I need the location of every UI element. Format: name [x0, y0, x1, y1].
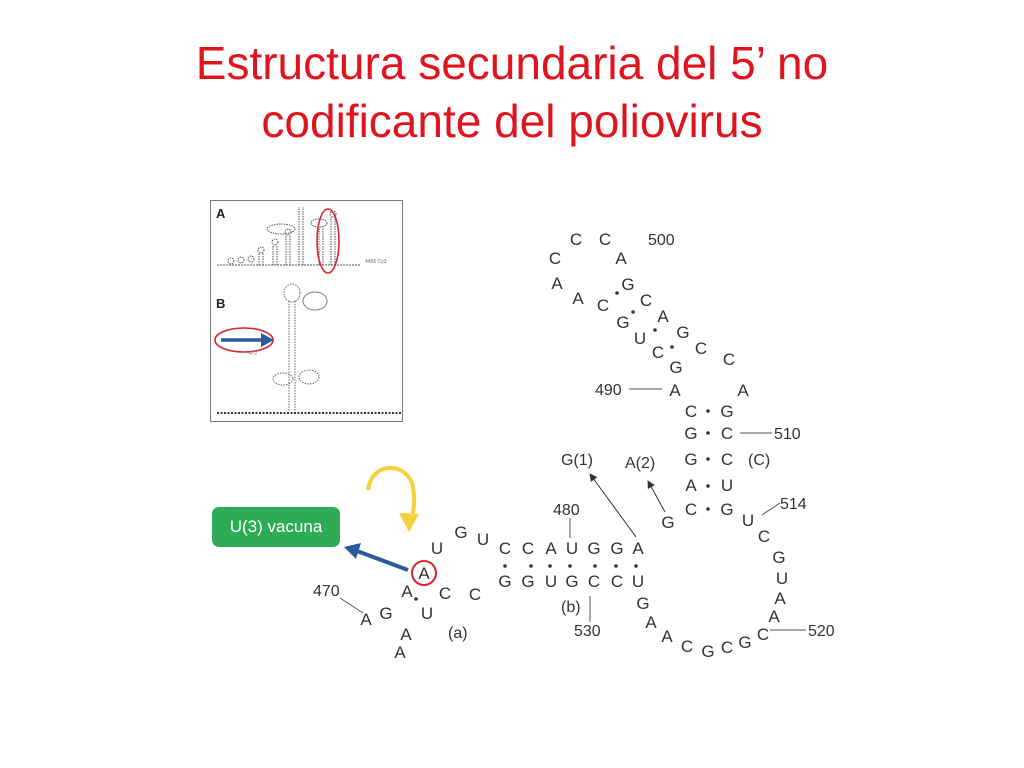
mutation-annotation: A(2) — [625, 455, 655, 472]
position-number: 520 — [808, 623, 835, 640]
slide-title: Estructura secundaria del 5’ no codifica… — [60, 34, 964, 150]
nucleotide: G — [701, 642, 714, 661]
position-number: 510 — [774, 426, 801, 443]
nucleotide: C — [599, 230, 611, 249]
nucleotide: G — [565, 572, 578, 591]
nucleotide: C — [597, 296, 609, 315]
nucleotide: G — [676, 323, 689, 342]
nucleotide: G — [379, 604, 392, 623]
nucleotide: G — [616, 313, 629, 332]
domain-annotation: (C) — [748, 452, 770, 469]
nucleotide: C — [758, 527, 770, 546]
nucleotide: A — [768, 607, 780, 626]
nucleotide: C — [685, 500, 697, 519]
nucleotide: G — [498, 572, 511, 591]
scale-label: 4456 Cy3 — [365, 259, 387, 265]
nucleotide: U — [566, 539, 578, 558]
nucleotide: U — [421, 604, 433, 623]
nucleotide: A — [737, 381, 749, 400]
nucleotide: A — [615, 249, 627, 268]
nucleotide: U — [742, 511, 754, 530]
nucleotide: A — [551, 274, 563, 293]
highlight-circle — [411, 560, 437, 586]
title-line-1: Estructura secundaria del 5’ no — [195, 37, 829, 89]
nucleotide: G — [521, 572, 534, 591]
nucleotide: C — [611, 572, 623, 591]
nucleotide: C — [588, 572, 600, 591]
panel-a-label: A — [216, 206, 226, 221]
nucleotide: C — [549, 249, 561, 268]
nucleotide: G — [636, 594, 649, 613]
position-number: 470 — [313, 583, 340, 600]
position-number: 530 — [574, 623, 601, 640]
blue-arrow — [356, 549, 409, 572]
nucleotide: G — [738, 633, 751, 652]
nucleotide: G — [669, 358, 682, 377]
nucleotide: A — [774, 589, 786, 608]
nucleotide: C — [570, 230, 582, 249]
nucleotide: C — [685, 402, 697, 421]
nucleotide: G — [454, 523, 467, 542]
domain-annotation: (b) — [561, 599, 581, 616]
nucleotide: A — [657, 307, 669, 326]
panel-b-label: B — [216, 296, 226, 311]
nucleotide: C — [439, 584, 451, 603]
nucleotide: C — [757, 625, 769, 644]
position-number: 480 — [553, 502, 580, 519]
nucleotide: A — [360, 610, 372, 629]
nucleotide: U — [477, 530, 489, 549]
nucleotide: G — [720, 402, 733, 421]
nucleotide: C — [499, 539, 511, 558]
thumbnail-drawing: 472 — [214, 207, 401, 414]
structure-overview-thumbnail: A B 4456 Cy3 — [210, 200, 403, 422]
nucleotide: A — [394, 643, 406, 662]
nucleotide: A — [645, 613, 657, 632]
nucleotide: G — [610, 539, 623, 558]
nucleotide: A — [418, 564, 430, 583]
nucleotide: U — [545, 572, 557, 591]
nucleotide: A — [400, 625, 412, 644]
nucleotide: C — [469, 585, 481, 604]
nucleotide: A — [632, 539, 644, 558]
nucleotide: C — [721, 424, 733, 443]
position-number: 514 — [780, 496, 807, 513]
nucleotide: G — [661, 513, 674, 532]
nucleotide: A — [545, 539, 557, 558]
nucleotide: A — [572, 289, 584, 308]
blue-arrow-head — [344, 543, 361, 559]
nucleotide: A — [685, 476, 697, 495]
nucleotide: A — [669, 381, 681, 400]
nucleotide: C — [695, 339, 707, 358]
nucleotide: C — [723, 350, 735, 369]
nucleotide: A — [401, 582, 413, 601]
nucleotide: C — [721, 638, 733, 657]
nucleotide: G — [587, 539, 600, 558]
nucleotide: C — [522, 539, 534, 558]
nucleotide: U — [721, 476, 733, 495]
title-line-2: codificante del poliovirus — [261, 95, 763, 147]
position-number: 490 — [595, 382, 622, 399]
mutation-annotation: G(1) — [561, 452, 593, 469]
vaccine-label-badge: U(3) vacuna — [212, 507, 340, 547]
nucleotide: G — [621, 275, 634, 294]
position-number: 500 — [648, 232, 675, 249]
nucleotide: U — [431, 539, 443, 558]
nucleotide: A — [661, 627, 673, 646]
nucleotide: C — [681, 637, 693, 656]
nucleotide: G — [720, 500, 733, 519]
curved-arrow-head — [399, 513, 419, 532]
nucleotide: U — [776, 569, 788, 588]
domain-annotation: (a) — [448, 625, 468, 642]
nucleotide: C — [721, 450, 733, 469]
nucleotide: C — [652, 343, 664, 362]
nucleotide: G — [684, 424, 697, 443]
nucleotide: G — [772, 548, 785, 567]
nucleotide: C — [640, 291, 652, 310]
nucleotide: G — [684, 450, 697, 469]
nucleotide: U — [634, 329, 646, 348]
svg-text:472: 472 — [249, 351, 258, 357]
nucleotide: U — [632, 572, 644, 591]
